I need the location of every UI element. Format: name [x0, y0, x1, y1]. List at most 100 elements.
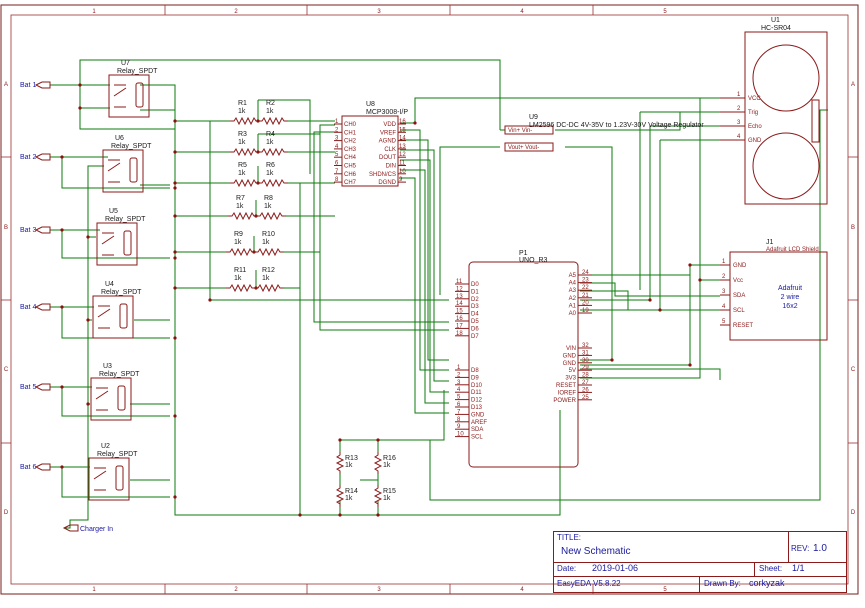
relay-ref: U5 — [109, 208, 118, 215]
uno-pin-num: 1 — [457, 365, 461, 371]
port-bat-3 — [34, 226, 51, 234]
junction-dot — [173, 119, 177, 123]
junction-dot — [173, 336, 177, 340]
relay-switch — [95, 387, 109, 411]
relay-value: Relay_SPDT — [97, 451, 138, 458]
resistor-ref: R6 — [266, 162, 275, 169]
lcd-body-text: 2 wire — [781, 294, 800, 301]
title-value: New Schematic — [561, 546, 631, 557]
resistor-ref: R13 — [345, 455, 358, 462]
uno-pin-name: A4 — [569, 281, 577, 287]
resistor-ref: R3 — [238, 131, 247, 138]
uno-pin-name: RESET — [556, 383, 576, 389]
resistor-value: 1k — [383, 495, 391, 502]
resistor-ref: R11 — [234, 267, 246, 274]
resistor-value: 1k — [266, 139, 274, 146]
uno-pin-num: 11 — [456, 279, 463, 285]
junction-dot — [60, 228, 64, 232]
relay-body — [108, 74, 150, 118]
junction-dot — [173, 286, 177, 290]
frame-row-label: A — [4, 82, 8, 88]
uno-pin-name: D2 — [471, 297, 479, 303]
uno-pin-num: 26 — [582, 387, 589, 393]
relay-coil — [135, 82, 144, 108]
junction-dot — [338, 438, 342, 442]
frame-row-label: B — [4, 225, 8, 231]
port-label-charger-in: Charger In — [80, 526, 113, 533]
uno-pin-name: GND — [471, 412, 485, 418]
uno-pin-num: 19 — [582, 308, 589, 314]
relay-value: Relay_SPDT — [105, 216, 146, 223]
relay-switch — [93, 467, 107, 491]
uno-pin-name: D3 — [471, 304, 479, 310]
resistor-ref: R9 — [234, 231, 243, 238]
junction-dot — [610, 358, 614, 362]
junction-dot — [688, 363, 692, 367]
sonar-transducer — [752, 132, 820, 200]
relay-switch — [101, 232, 115, 256]
uno-pin-name: IOREF — [558, 390, 577, 396]
adc-pin-name: VDD — [383, 122, 396, 128]
regulator-in — [504, 142, 554, 152]
resistor-ref: R8 — [264, 195, 273, 202]
relay-body — [96, 222, 138, 266]
resistor-ref: R12 — [262, 267, 275, 274]
resistor-ref: R16 — [383, 455, 396, 462]
uno-pin-name: D13 — [471, 405, 483, 411]
adc-value: MCP3008-I/P — [366, 109, 408, 116]
uno-pin-num: 14 — [456, 301, 463, 307]
lcd-pin-num: 5 — [722, 319, 726, 325]
resistor-zigzag — [335, 452, 345, 474]
adc-ref: U8 — [366, 101, 375, 108]
junction-dot — [78, 83, 82, 87]
uno-pin-num: 18 — [456, 331, 463, 337]
junction-dot — [648, 298, 652, 302]
lcd-pin-num: 4 — [722, 304, 726, 310]
uno-pin-name: VIN — [566, 346, 576, 352]
resistor-zigzag — [373, 452, 383, 474]
port-label-bat-4: Bat 4 — [20, 304, 36, 311]
port-charger-in — [62, 524, 79, 532]
lcd-pin-num: 2 — [722, 274, 726, 280]
uno-pin-num: 7 — [457, 409, 461, 415]
uno-pin-name: D5 — [471, 319, 479, 325]
sonar-value: HC-SR04 — [761, 25, 791, 32]
adc-pin-name: CH4 — [344, 155, 357, 161]
port-label-bat-3: Bat 3 — [20, 227, 36, 234]
resistor-zigzag — [230, 116, 260, 126]
adc-pin-name: DIN — [386, 164, 396, 170]
junction-dot — [376, 513, 380, 517]
sonar-pin-num: 1 — [737, 92, 741, 98]
adc-pin-name: DGND — [378, 180, 396, 186]
junction-dots — [60, 83, 702, 517]
adc-pin-name: CH5 — [344, 164, 357, 170]
adc-pin-num: 5 — [335, 152, 339, 158]
uno-pin-name: AREF — [471, 420, 487, 426]
resistor-value: 1k — [238, 139, 246, 146]
adc-pin-num: 13 — [399, 144, 406, 150]
junction-dot — [298, 513, 302, 517]
uno-pin-name: D4 — [471, 312, 479, 318]
relay-body — [102, 149, 144, 193]
resistor-value: 1k — [266, 108, 274, 115]
resistor-value: 1k — [234, 275, 242, 282]
resistor-zigzag — [335, 485, 345, 507]
relay-value: Relay_SPDT — [99, 371, 140, 378]
resistor-zigzag — [228, 211, 258, 221]
uno-pin-num: 25 — [582, 395, 589, 401]
junction-dot — [60, 465, 64, 469]
sonar-pin-name: GND — [748, 138, 762, 144]
junction-dot — [60, 385, 64, 389]
regulator-out — [504, 125, 554, 135]
